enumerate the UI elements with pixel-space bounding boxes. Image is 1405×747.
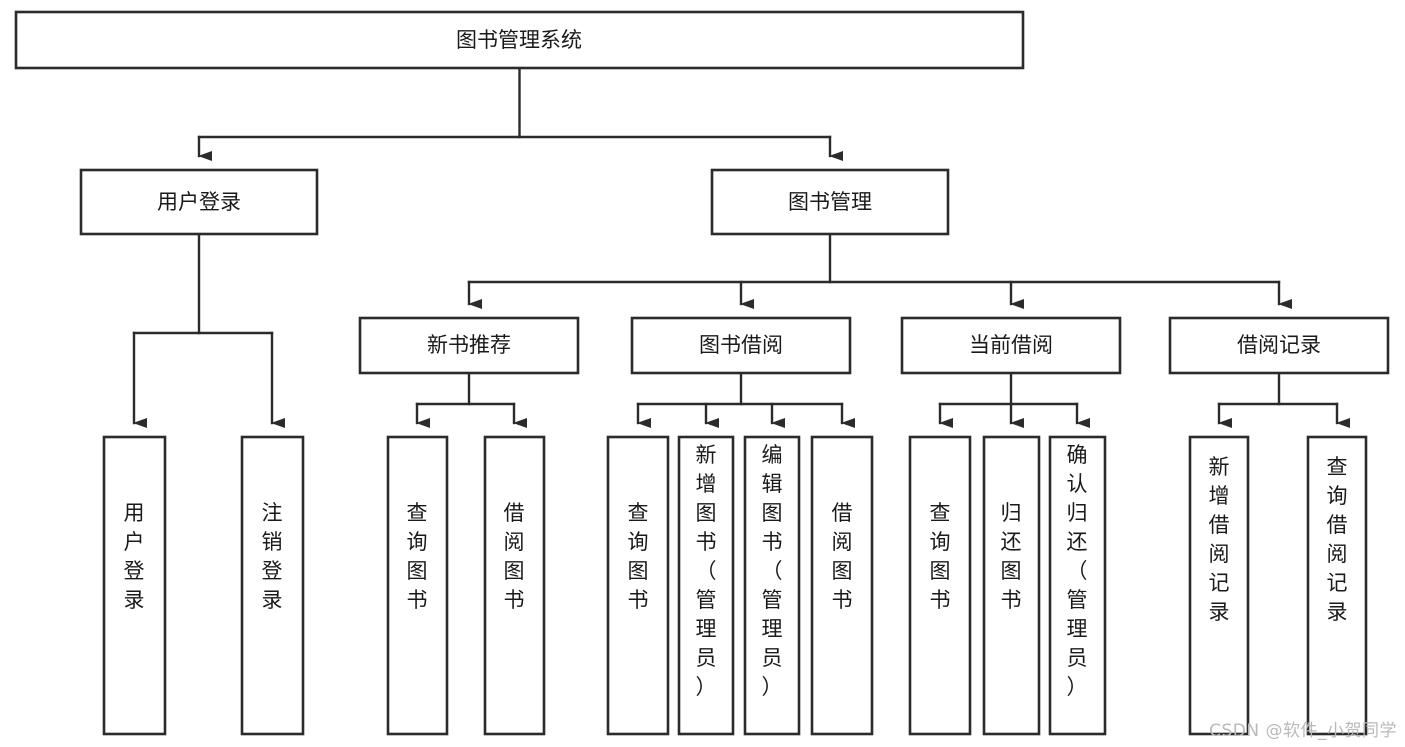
node-book-management[interactable]: 图书管理 (710, 168, 950, 236)
leaf-node-book-borrow-3-label: 借阅图书 (832, 501, 853, 612)
leaf-node-user-login-1-label: 注销登录 (262, 501, 283, 612)
leaf-node-book-borrow-1-label: 新增图书（管理员） (696, 443, 717, 699)
leaf-node-borrow-record-1-label: 查询借阅记录 (1327, 455, 1348, 624)
leaf-node-current-borrow-1[interactable]: 归还图书 (982, 435, 1041, 736)
node-book-management-label: 图书管理 (788, 190, 872, 214)
node-current-borrow[interactable]: 当前借阅 (900, 316, 1122, 375)
node-new-book-recommend-label: 新书推荐 (427, 333, 511, 357)
leaf-node-borrow-record-0[interactable]: 新增借阅记录 (1188, 435, 1250, 736)
leaf-node-book-borrow-2-label: 编辑图书（管理员） (762, 443, 783, 699)
leaf-node-user-login-1[interactable]: 注销登录 (240, 435, 305, 736)
node-root-label: 图书管理系统 (456, 28, 582, 52)
leaf-node-current-borrow-0[interactable]: 查询图书 (908, 435, 972, 736)
node-new-book-recommend[interactable]: 新书推荐 (358, 316, 580, 375)
leaf-node-current-borrow-2[interactable]: 确认归还（管理员） (1048, 435, 1107, 736)
node-book-borrow-label: 图书借阅 (699, 333, 783, 357)
leaf-node-book-borrow-1[interactable]: 新增图书（管理员） (677, 435, 735, 736)
leaf-node-borrow-record-0-label: 新增借阅记录 (1209, 455, 1230, 624)
leaf-node-book-borrow-2[interactable]: 编辑图书（管理员） (743, 435, 801, 736)
leaf-node-user-login-0[interactable]: 用户登录 (102, 435, 167, 736)
node-root[interactable]: 图书管理系统 (14, 10, 1025, 70)
node-book-borrow[interactable]: 图书借阅 (630, 316, 852, 375)
node-borrow-record[interactable]: 借阅记录 (1168, 316, 1390, 375)
leaf-node-book-borrow-3[interactable]: 借阅图书 (810, 435, 874, 736)
leaf-node-borrow-record-1[interactable]: 查询借阅记录 (1306, 435, 1368, 736)
leaf-node-current-borrow-2-label: 确认归还（管理员） (1067, 443, 1088, 699)
leaf-node-current-borrow-1-label: 归还图书 (1001, 501, 1022, 612)
leaf-node-book-borrow-0-label: 查询图书 (628, 501, 649, 612)
node-borrow-record-label: 借阅记录 (1237, 333, 1321, 357)
leaf-node-book-borrow-0[interactable]: 查询图书 (606, 435, 670, 736)
node-user-login-label: 用户登录 (157, 190, 241, 214)
leaf-node-new-book-recommend-0-label: 查询图书 (407, 501, 428, 612)
leaf-node-new-book-recommend-0[interactable]: 查询图书 (386, 435, 449, 736)
leaf-node-new-book-recommend-1-label: 借阅图书 (504, 501, 525, 612)
node-user-login[interactable]: 用户登录 (79, 168, 319, 236)
connector-layer (132, 66, 1350, 428)
node-current-borrow-label: 当前借阅 (969, 333, 1053, 357)
leaf-node-new-book-recommend-1[interactable]: 借阅图书 (483, 435, 546, 736)
leaf-node-current-borrow-0-label: 查询图书 (930, 501, 951, 612)
leaf-node-user-login-0-label: 用户登录 (124, 501, 145, 612)
